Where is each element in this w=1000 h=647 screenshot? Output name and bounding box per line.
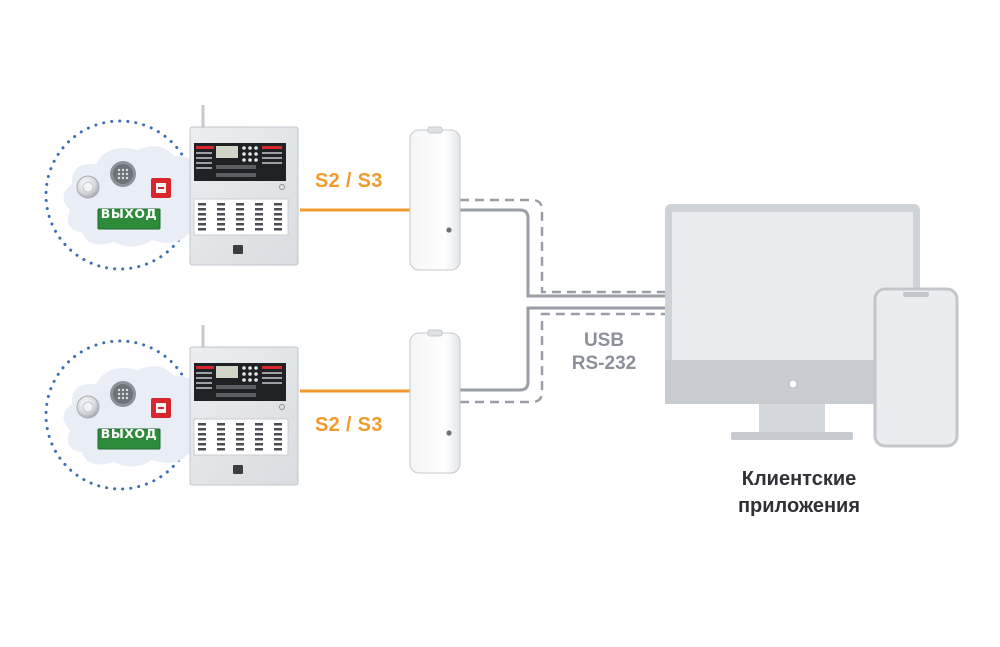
usb-cables	[460, 208, 668, 392]
computer-monitor	[665, 204, 920, 440]
exit-sign: ВЫХОД	[101, 426, 157, 441]
fire-panel	[189, 346, 299, 486]
interface-rs232: RS-232	[571, 353, 637, 374]
client-apps-label: Клиентские приложения	[699, 466, 899, 520]
rs232-cables	[460, 198, 668, 404]
site-1: ВЫХОД	[44, 105, 299, 271]
site-2: ВЫХОД	[44, 325, 299, 491]
client-line-2: приложения	[737, 495, 861, 517]
converter-1	[409, 126, 461, 271]
client-line-1: Клиентские	[741, 468, 857, 490]
exit-sign: ВЫХОД	[101, 206, 157, 221]
converter-2	[409, 329, 461, 474]
fire-panel	[189, 126, 299, 266]
interface-usb: USB	[583, 330, 625, 351]
interface-label: USB RS-232	[544, 329, 664, 375]
link-label-1: S2 / S3	[315, 170, 383, 192]
smartphone	[873, 287, 959, 448]
link-label-2: S2 / S3	[315, 414, 383, 436]
